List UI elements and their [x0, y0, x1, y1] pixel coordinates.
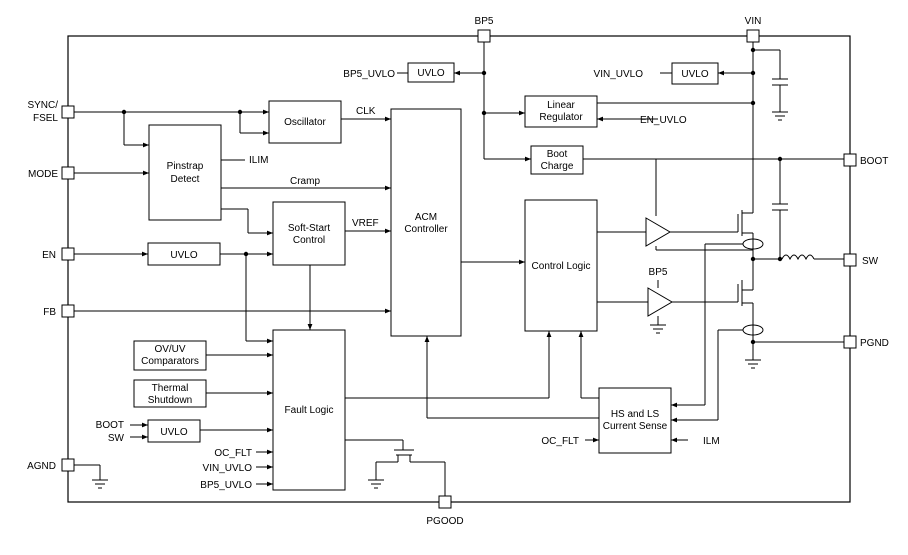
ls-driver-bp5-label: BP5 [649, 267, 668, 278]
wiring: BP5 [74, 42, 844, 496]
oscillator-block: Oscillator [268, 100, 342, 144]
en-uvlo-label: EN_UVLO [640, 115, 687, 126]
pin-bp5: BP5 [475, 16, 494, 43]
pin-label-fb: FB [43, 307, 56, 318]
uvlo-bp5-block: UVLO [407, 62, 455, 83]
acm-controller-block: ACM Controller [390, 108, 462, 337]
vin-uvlo-fault-label: VIN_UVLO [203, 463, 253, 474]
pin-fb: FB [43, 304, 75, 318]
control-logic-block: Control Logic [524, 199, 598, 332]
svg-text:Soft-Start: Soft-Start [288, 223, 330, 234]
boot-input-label: BOOT [96, 420, 124, 431]
uvlo-boot-block: UVLO [147, 419, 201, 443]
pin-label-vin: VIN [745, 16, 762, 27]
signal-labels: BP5_UVLO VIN_UVLO EN_UVLO CLK ILIM Cramp… [96, 69, 720, 491]
current-sense-block: HS and LS Current Sense [598, 387, 672, 454]
pin-agnd: AGND [27, 458, 75, 472]
pin-label-fsel: FSEL [33, 113, 58, 124]
svg-text:Regulator: Regulator [539, 112, 583, 123]
svg-text:Controller: Controller [404, 224, 448, 235]
pin-label-en: EN [42, 250, 56, 261]
pin-label-agnd: AGND [27, 461, 56, 472]
svg-text:OV/UV: OV/UV [154, 344, 185, 355]
uvlo-en-block: UVLO [147, 242, 221, 266]
svg-text:Detect: Detect [171, 174, 200, 185]
svg-text:Shutdown: Shutdown [148, 395, 192, 406]
pin-label-sync: SYNC/ [27, 100, 58, 111]
oc-flt-cs-label: OC_FLT [541, 436, 579, 447]
svg-text:ACM: ACM [415, 212, 437, 223]
pin-en: EN [42, 247, 75, 261]
thermal-shutdown-block: Thermal Shutdown [133, 379, 207, 408]
svg-text:Pinstrap: Pinstrap [167, 161, 204, 172]
junction-dots [121, 47, 783, 345]
svg-text:UVLO: UVLO [160, 427, 187, 438]
pin-label-pgood: PGOOD [426, 516, 463, 527]
svg-text:Fault Logic: Fault Logic [285, 405, 334, 416]
pin-sw: SW [843, 253, 879, 267]
linear-regulator-block: Linear Regulator [524, 95, 598, 128]
clk-label: CLK [356, 106, 376, 117]
vref-label: VREF [352, 218, 379, 229]
sw-input-label: SW [108, 433, 125, 444]
ic-boundary [67, 35, 851, 503]
uvlo-vin-block: UVLO [671, 62, 719, 85]
svg-text:Comparators: Comparators [141, 356, 199, 367]
pin-label-mode: MODE [28, 169, 58, 180]
pin-pgood: PGOOD [426, 495, 464, 527]
pin-sync-fsel: SYNC/ FSEL [27, 100, 75, 124]
svg-text:UVLO: UVLO [681, 69, 708, 80]
svg-text:UVLO: UVLO [170, 250, 197, 261]
bp5-uvlo-fault-label: BP5_UVLO [200, 480, 252, 491]
pin-vin: VIN [745, 16, 762, 43]
boot-charge-block: Boot Charge [530, 145, 584, 175]
svg-text:Current Sense: Current Sense [603, 421, 668, 432]
soft-start-block: Soft-Start Control [272, 201, 346, 266]
svg-text:Thermal: Thermal [152, 383, 189, 394]
bp5-uvlo-label: BP5_UVLO [343, 69, 395, 80]
svg-text:Linear: Linear [547, 100, 575, 111]
ilm-label: ILM [703, 436, 720, 447]
pin-label-bp5: BP5 [475, 16, 494, 27]
pin-label-pgnd: PGND [860, 338, 889, 349]
svg-text:Charge: Charge [541, 161, 574, 172]
vin-uvlo-label: VIN_UVLO [594, 69, 644, 80]
svg-text:Control: Control [293, 235, 325, 246]
pin-pgnd: PGND [843, 335, 889, 349]
svg-text:Boot: Boot [547, 149, 568, 160]
ilim-label: ILIM [249, 155, 268, 166]
pin-boot: BOOT [843, 153, 888, 167]
svg-text:HS and LS: HS and LS [611, 409, 660, 420]
svg-text:Control Logic: Control Logic [532, 261, 591, 272]
fault-logic-block: Fault Logic [272, 329, 346, 491]
oc-flt-label: OC_FLT [214, 448, 252, 459]
ov-uv-comparators-block: OV/UV Comparators [133, 340, 207, 371]
pinstrap-detect-block: Pinstrap Detect [148, 124, 222, 221]
pin-label-sw: SW [862, 256, 879, 267]
svg-text:UVLO: UVLO [417, 68, 444, 79]
cramp-label: Cramp [290, 176, 320, 187]
pin-label-boot: BOOT [860, 156, 888, 167]
svg-text:Oscillator: Oscillator [284, 117, 326, 128]
pin-mode: MODE [28, 166, 75, 180]
